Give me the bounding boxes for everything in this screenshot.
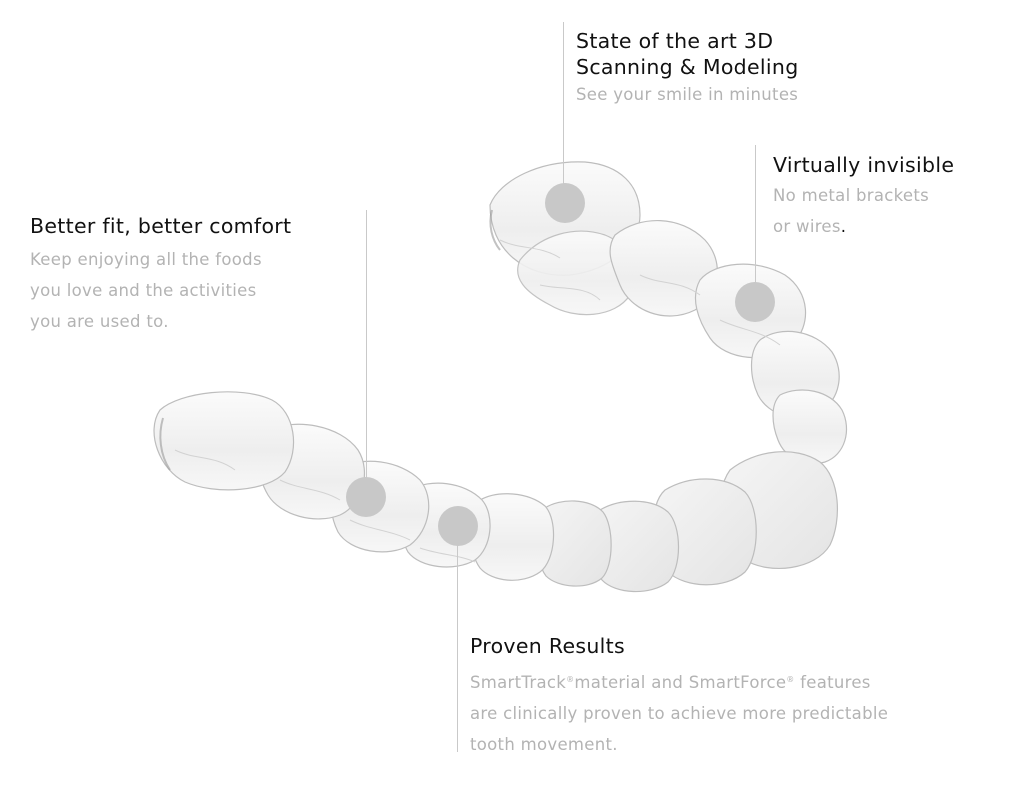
callout-description: are clinically proven to achieve more pr… bbox=[470, 704, 889, 723]
tooth-cusp-details bbox=[174, 239, 781, 563]
marker-dot-scanning[interactable] bbox=[545, 183, 585, 223]
aligner-edge-shading bbox=[159, 209, 501, 471]
leader-line-comfort bbox=[366, 210, 367, 480]
callout-title: State of the art 3D bbox=[576, 29, 774, 53]
callout-description: or wires. bbox=[773, 217, 847, 236]
callout-invisible: Virtually invisible No metal brackets or… bbox=[773, 152, 954, 242]
callout-description: SmartTrack®material and SmartForce® feat… bbox=[470, 673, 871, 692]
callout-description: you love and the activities bbox=[30, 281, 257, 300]
callout-description: No metal brackets bbox=[773, 186, 930, 205]
leader-line-scanning bbox=[563, 22, 564, 185]
marker-dot-comfort[interactable] bbox=[346, 477, 386, 517]
callout-description: See your smile in minutes bbox=[576, 85, 799, 104]
tooth-shells bbox=[153, 161, 848, 593]
callout-title: Better fit, better comfort bbox=[30, 214, 292, 238]
callout-description: tooth movement. bbox=[470, 735, 618, 754]
marker-dot-invisible[interactable] bbox=[735, 282, 775, 322]
callout-title: Proven Results bbox=[470, 634, 625, 658]
leader-line-results bbox=[457, 540, 458, 752]
callout-description: Keep enjoying all the foods bbox=[30, 250, 262, 269]
callout-scanning: State of the art 3D Scanning & Modeling … bbox=[576, 28, 799, 110]
callout-title: Scanning & Modeling bbox=[576, 55, 799, 79]
callout-results: Proven Results SmartTrack®material and S… bbox=[470, 633, 888, 760]
leader-line-invisible bbox=[755, 145, 756, 285]
callout-description: you are used to. bbox=[30, 312, 169, 331]
callout-comfort: Better fit, better comfort Keep enjoying… bbox=[30, 213, 291, 337]
callout-title: Virtually invisible bbox=[773, 153, 955, 177]
marker-dot-results[interactable] bbox=[438, 506, 478, 546]
